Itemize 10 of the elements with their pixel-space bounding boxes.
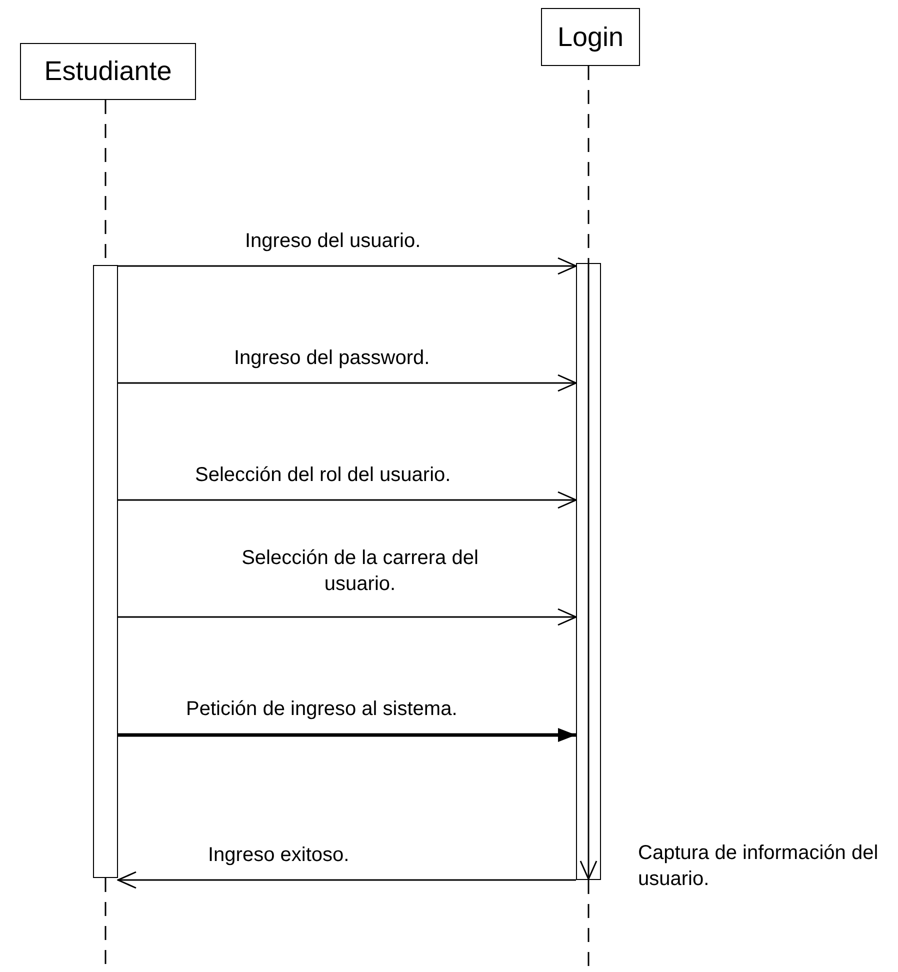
lifeline-box: Estudiante [20, 43, 196, 100]
lifeline-box: Login [541, 8, 640, 66]
message-arrow [117, 871, 576, 889]
message-arrow [118, 491, 577, 509]
message-arrow [118, 374, 577, 392]
message-arrow [118, 728, 576, 742]
message-arrow [118, 257, 577, 275]
lifeline [588, 66, 590, 263]
activation-bar [93, 265, 118, 878]
message-arrow [118, 608, 577, 626]
